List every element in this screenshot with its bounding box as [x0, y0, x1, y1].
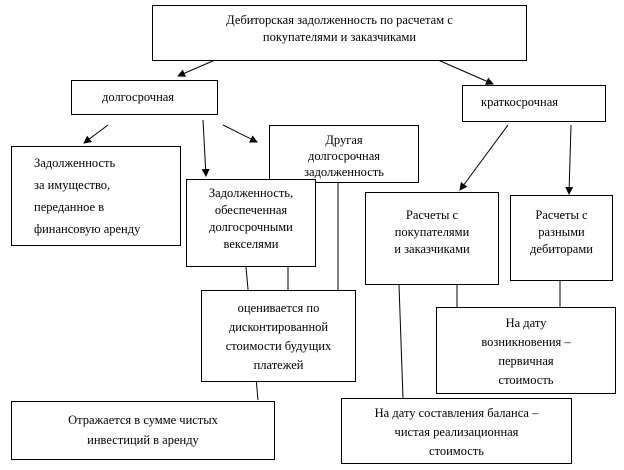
debtors-box: Расчеты с разными дебиторами: [510, 195, 613, 281]
bills-label: Задолженность, обеспеченная долгосрочным…: [208, 186, 294, 251]
arrow-root-to-short: [437, 59, 494, 85]
line-customers-to-balance-date: [398, 284, 404, 399]
arrow-root-to-long: [177, 59, 216, 77]
leasing-label: Задолженность за имущество, переданное в…: [34, 156, 141, 236]
arrow-long-to-bills: [201, 119, 210, 177]
other-long-term-box: Другая долгосрочная задолженность: [269, 125, 419, 183]
arrow-short-to-debtors: [565, 124, 574, 195]
other-long-term-label: Другая долгосрочная задолженность: [304, 133, 384, 179]
discounted-value-box: оценивается по дисконтированной стоимост…: [201, 290, 356, 382]
initial-cost-box: На дату возникновения – первичная стоимо…: [436, 307, 616, 394]
long-term-label: долгосрочная: [102, 90, 175, 104]
customers-label: Расчеты с покупателями и заказчиками: [394, 208, 470, 256]
bills-box: Задолженность, обеспеченная долгосрочным…: [186, 179, 316, 267]
short-term-label: краткосрочная: [481, 95, 559, 109]
root-box: Дебиторская задолженность по расчетам с …: [152, 5, 527, 61]
net-investment-box: Отражается в сумме чистых инвестиций в а…: [11, 401, 275, 460]
balance-date-label: На дату составления баланса – чистая реа…: [374, 406, 539, 458]
long-term-box: долгосрочная: [71, 80, 218, 115]
net-investment-label: Отражается в сумме чистых инвестиций в а…: [68, 413, 218, 447]
arrow-long-to-other: [222, 124, 258, 143]
root-label: Дебиторская задолженность по расчетам с …: [226, 13, 453, 44]
leasing-box: Задолженность за имущество, переданное в…: [11, 146, 181, 246]
initial-cost-label: На дату возникновения – первичная стоимо…: [481, 316, 571, 387]
arrow-short-to-customers: [459, 124, 509, 191]
debtors-label: Расчеты с разными дебиторами: [530, 208, 593, 256]
short-term-box: краткосрочная: [462, 85, 606, 122]
discounted-value-label: оценивается по дисконтированной стоимост…: [225, 301, 332, 372]
customers-box: Расчеты с покупателями и заказчиками: [365, 192, 499, 285]
arrow-long-to-leasing: [83, 124, 109, 144]
balance-date-box: На дату составления баланса – чистая реа…: [341, 398, 572, 464]
